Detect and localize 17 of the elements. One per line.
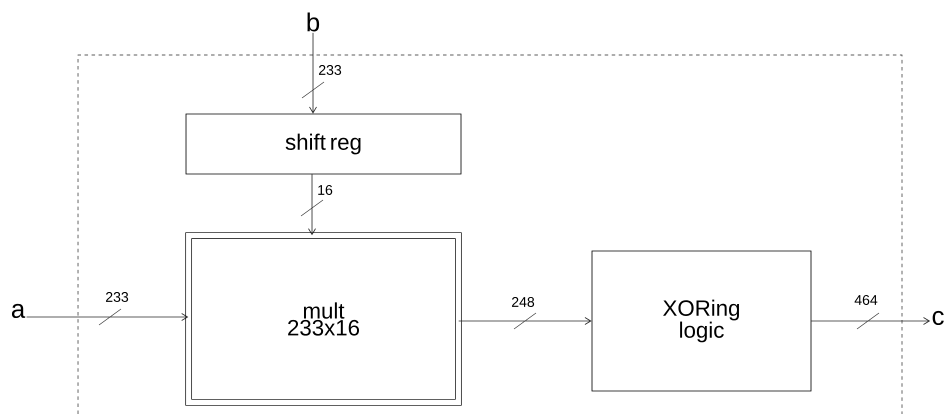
dashed-boundary (78, 54, 902, 414)
arrow (309, 32, 317, 114)
edge-label: 233 (318, 65, 342, 75)
edge-label: 248 (512, 297, 534, 307)
arrow (26, 313, 188, 321)
multiplier-box: mult 233x16 (185, 232, 462, 406)
arrow (811, 317, 930, 325)
block-box: XORing logic (592, 250, 812, 392)
block-box: shift reg (186, 114, 462, 174)
edge-label: 16 (318, 185, 332, 195)
signal-name: a (12, 304, 26, 318)
signal-name: c (932, 310, 944, 326)
arrow (458, 317, 592, 325)
edge-label: 464 (854, 295, 878, 305)
signal-name: b (308, 12, 320, 32)
arrow (308, 174, 316, 236)
edge-label: 233 (106, 292, 128, 302)
